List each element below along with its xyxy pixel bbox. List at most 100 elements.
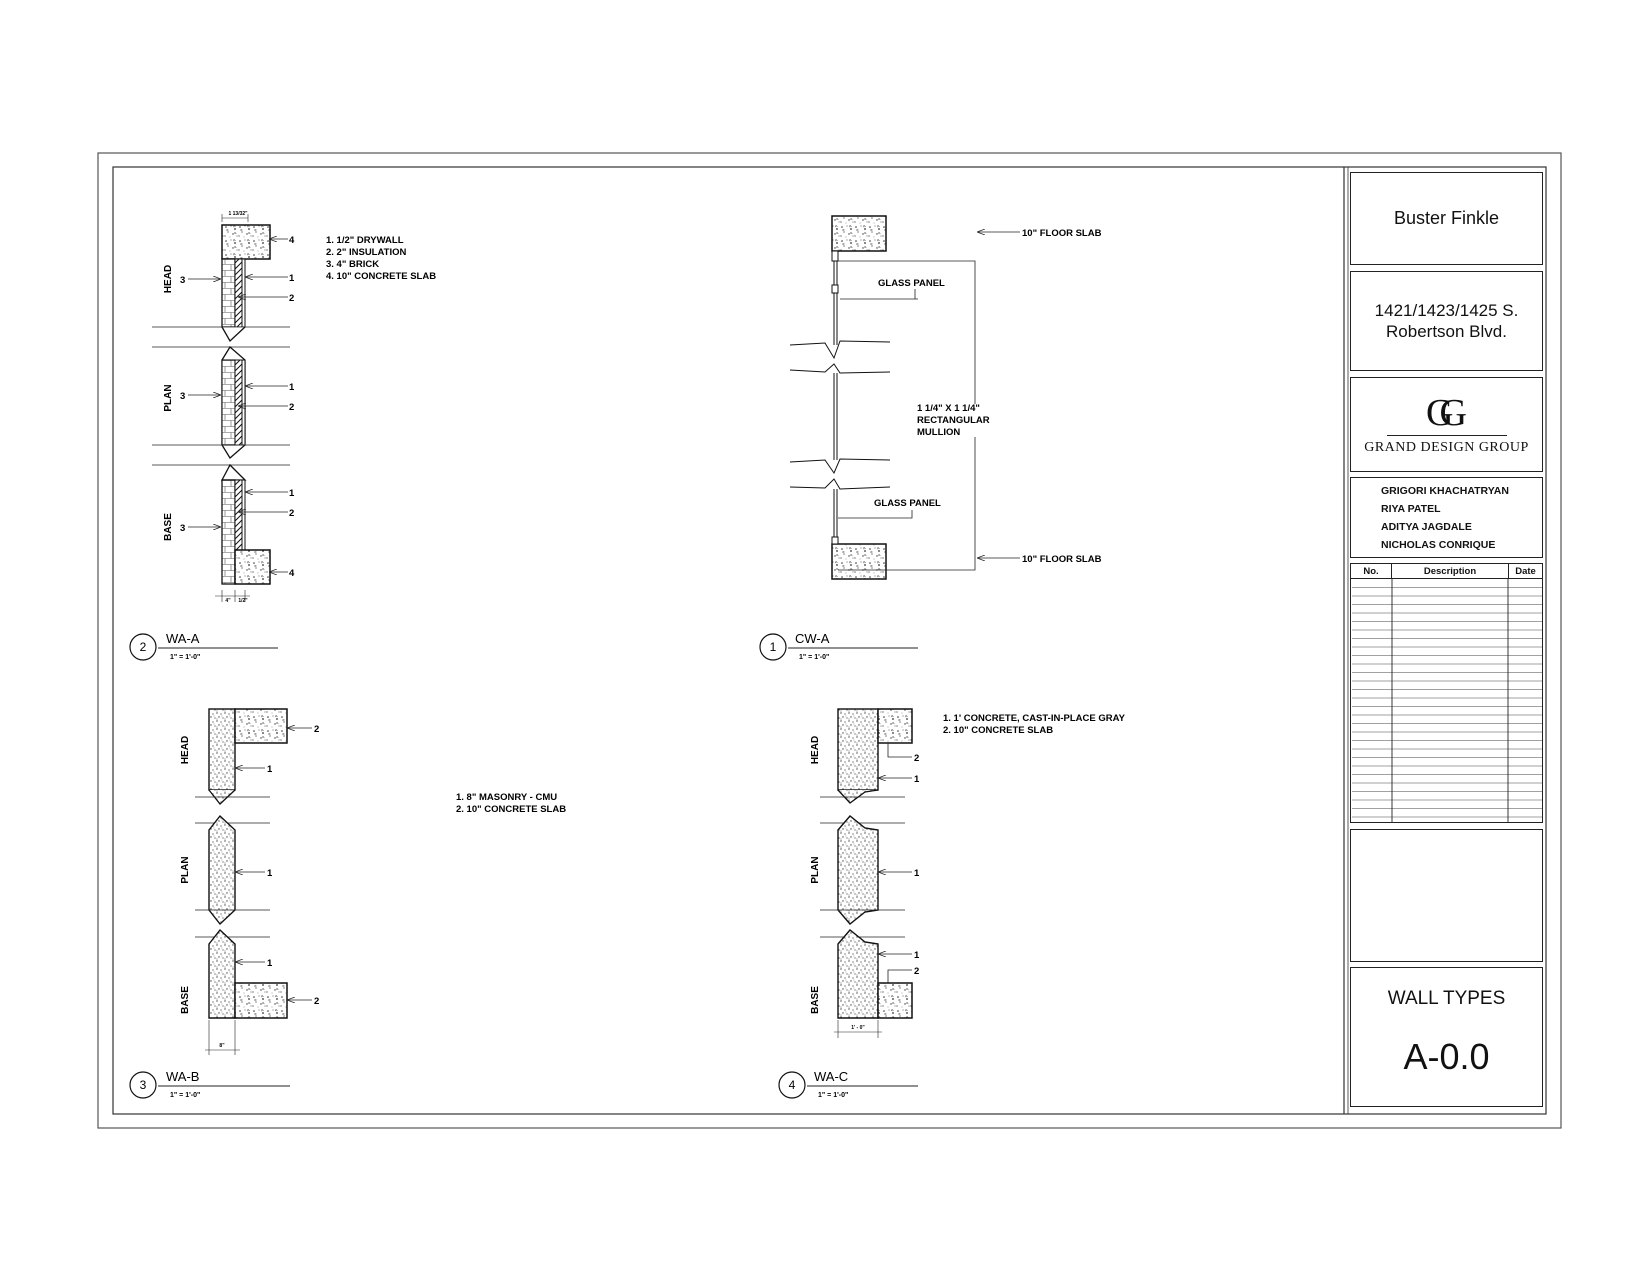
wa-b-detail-number: 3 — [140, 1078, 147, 1092]
client-name: Buster Finkle — [1393, 208, 1500, 228]
wa-a-detail-scale: 1" = 1'-0" — [170, 654, 200, 661]
cw-a-glass-label-top: GLASS PANEL — [878, 278, 945, 289]
wa-c-base-wall — [837, 929, 879, 1019]
wa-c-callout-2: 2 — [914, 966, 919, 977]
wa-c-plan-wall — [837, 815, 879, 925]
cw-a-mullion-label: 1 1/4" X 1 1/4" — [917, 403, 980, 414]
address-line-2: Robertson Blvd. — [1386, 322, 1507, 341]
wa-c-note: 2. 10" CONCRETE SLAB — [943, 725, 1053, 736]
company-logo-box: GG GRAND DESIGN GROUP — [1350, 377, 1543, 472]
wa-c-callout-1: 1 — [914, 950, 920, 961]
wa-a-label-base: BASE — [163, 513, 174, 541]
wa-a-callout-1: 1 — [289, 273, 295, 284]
wa-b-callout-1: 1 — [267, 958, 273, 969]
revision-col-no: No. — [1351, 564, 1392, 578]
wa-b-detail-scale: 1" = 1'-0" — [170, 1092, 200, 1099]
wa-a-callout-4: 4 — [289, 235, 295, 246]
wa-a-callout-3: 3 — [180, 275, 185, 286]
wa-b-base-wall — [208, 928, 236, 1019]
inner-border — [112, 166, 1547, 1115]
wa-c-callout-1: 1 — [914, 868, 920, 879]
detail-wa-c: 1' - 0" HEAD PLAN BASE 2 1 1 1 2 1. 1' C… — [778, 708, 1126, 1099]
team-member: GRIGORI KHACHATRYAN — [1381, 484, 1509, 497]
cw-a-top-slab — [831, 215, 887, 252]
cw-a-detail-scale: 1" = 1'-0" — [799, 654, 829, 661]
wa-c-note: 1. 1' CONCRETE, CAST-IN-PLACE GRAY — [943, 713, 1126, 724]
wa-a-note: 1. 1/2" DRYWALL — [326, 235, 404, 246]
wa-c-head-wall — [837, 708, 879, 791]
wa-b-callout-1: 1 — [267, 764, 273, 775]
team-member: NICHOLAS CONRIQUE — [1381, 538, 1496, 551]
wa-b-callout-1: 1 — [267, 868, 273, 879]
logo-rule — [1386, 434, 1507, 436]
cw-a-detail-bubble — [759, 633, 787, 661]
team-member: ADITYA JAGDALE — [1381, 520, 1472, 533]
wa-a-callout-3: 3 — [180, 523, 185, 534]
wa-b-base-slab — [234, 982, 288, 1019]
detail-wa-a: 1 13/32" 4" 1/2" HEAD PLAN BASE — [129, 211, 436, 661]
address-line-1: 1421/1423/1425 S. — [1374, 301, 1519, 320]
wa-a-callout-1: 1 — [289, 382, 295, 393]
wa-a-callout-2: 2 — [289, 402, 294, 413]
wa-b-head-slab — [234, 708, 288, 744]
wa-c-detail-title: WA-C — [814, 1069, 848, 1084]
wa-a-label-head: HEAD — [163, 265, 174, 293]
wa-a-head-insulation — [234, 258, 243, 328]
wa-a-head-drywall — [241, 258, 246, 328]
wa-a-callout-1: 1 — [289, 488, 295, 499]
team-members-box: GRIGORI KHACHATRYAN RIYA PATEL ADITYA JA… — [1350, 477, 1543, 558]
revision-table: No. Description Date — [1350, 563, 1543, 823]
wa-a-head-brick — [221, 258, 236, 328]
wa-a-callout-4: 4 — [289, 568, 295, 579]
cw-a-top-slab-label: 10" FLOOR SLAB — [1022, 228, 1102, 239]
revision-table-rows — [1351, 579, 1542, 823]
wa-a-bottom-dim-1: 4" — [225, 598, 231, 604]
revision-col-description: Description — [1392, 564, 1509, 578]
revision-col-date: Date — [1515, 565, 1536, 577]
team-member: RIYA PATEL — [1381, 502, 1441, 515]
wa-a-detail-number: 2 — [140, 640, 147, 654]
cw-a-mullion-label: RECTANGULAR — [917, 415, 990, 426]
project-address-box: 1421/1423/1425 S. Robertson Blvd. — [1350, 271, 1543, 371]
wa-b-note: 2. 10" CONCRETE SLAB — [456, 804, 566, 815]
cw-a-detail-number: 1 — [770, 640, 777, 654]
wa-a-top-dim: 1 13/32" — [228, 211, 248, 217]
wa-c-base-slab — [877, 982, 913, 1019]
wa-b-callout-2: 2 — [314, 996, 319, 1007]
detail-wa-b: 8" HEAD PLAN BASE 2 1 1 1 2 1. 8" MASONR… — [129, 708, 566, 1099]
wa-b-detail-bubble — [129, 1071, 157, 1099]
wa-b-label-plan: PLAN — [180, 856, 191, 883]
detail-cw-a: 10" FLOOR SLAB 10" FLOOR SLAB GLASS PANE… — [759, 215, 1102, 661]
wa-a-label-plan: PLAN — [163, 384, 174, 411]
wa-a-note: 4. 10" CONCRETE SLAB — [326, 271, 436, 282]
wa-a-detail-bubble — [129, 633, 157, 661]
wa-b-label-base: BASE — [180, 986, 191, 1014]
wa-b-head-wall — [208, 708, 236, 791]
wa-b-plan-wall — [208, 814, 236, 926]
wa-c-detail-scale: 1" = 1'-0" — [818, 1092, 848, 1099]
wa-a-detail-title: WA-A — [166, 631, 200, 646]
wa-c-label-plan: PLAN — [810, 856, 821, 883]
cw-a-bottom-slab-label: 10" FLOOR SLAB — [1022, 554, 1102, 565]
wa-a-note: 3. 4" BRICK — [326, 259, 379, 270]
wa-c-label-base: BASE — [810, 986, 821, 1014]
wa-a-base-slab — [234, 549, 271, 585]
wa-c-detail-number: 4 — [789, 1078, 796, 1092]
cw-a-mullion-label: MULLION — [917, 427, 960, 438]
cw-a-bottom-slab — [831, 543, 887, 580]
wa-a-callout-3: 3 — [180, 391, 185, 402]
wa-a-note: 2. 2" INSULATION — [326, 247, 406, 258]
sheet-number: A-0.0 — [1403, 1036, 1490, 1077]
company-logo-mark: GG — [1426, 391, 1467, 434]
wa-c-callout-2: 2 — [914, 753, 919, 764]
wa-b-detail-title: WA-B — [166, 1069, 199, 1084]
client-name-box: Buster Finkle — [1350, 172, 1543, 265]
wa-b-label-head: HEAD — [180, 736, 191, 764]
company-name: GRAND DESIGN GROUP — [1364, 439, 1529, 455]
sheet-title: WALL TYPES — [1387, 988, 1506, 1009]
wa-c-detail-bubble — [778, 1071, 806, 1099]
wa-b-callout-2: 2 — [314, 724, 319, 735]
cw-a-glass-label-bottom: GLASS PANEL — [874, 498, 941, 509]
sheet-info-box: WALL TYPES A-0.0 — [1350, 967, 1543, 1107]
